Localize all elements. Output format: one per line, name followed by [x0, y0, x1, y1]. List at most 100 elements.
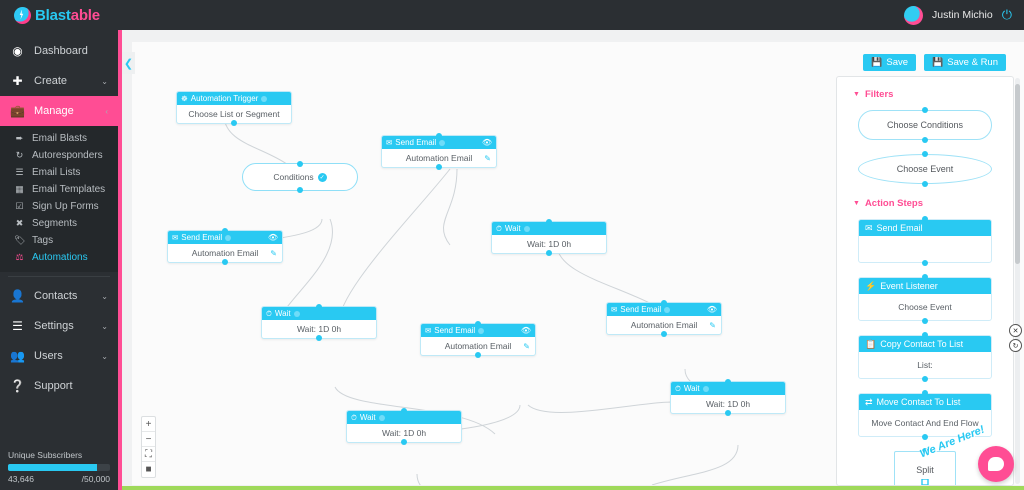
users-icon: 👥 — [10, 349, 25, 363]
node-header: ✉ Send Email 👁 — [382, 136, 496, 149]
node-port-top[interactable] — [546, 219, 552, 225]
node-body[interactable]: Automation Email✎ — [382, 149, 496, 167]
sidebar-item-support[interactable]: ❔ Support — [0, 371, 118, 401]
node-body[interactable]: Automation Email✎ — [421, 337, 535, 355]
palette-choose-conditions[interactable]: Choose Conditions — [858, 107, 992, 143]
flow-node-wait-1[interactable]: ⏱ Wait Wait: 1D 0h — [491, 219, 607, 256]
node-body[interactable]: Wait: 1D 0h — [262, 320, 376, 338]
node-port-bottom[interactable] — [436, 164, 442, 170]
steps-palette-panel[interactable]: ▼ Filters Choose Conditions Choose Event… — [836, 76, 1014, 486]
node-port-top[interactable] — [436, 133, 442, 139]
node-body[interactable]: Choose List or Segment — [177, 105, 291, 123]
refresh-circle-icon[interactable]: ↻ — [1009, 339, 1022, 352]
sidebar-item-segments[interactable]: ✖Segments — [0, 215, 118, 232]
node-port-top[interactable] — [725, 379, 731, 385]
flow-node-send-email-3[interactable]: ✉ Send Email 👁 Automation Email✎ — [420, 321, 536, 358]
node-body[interactable]: Wait: 1D 0h — [492, 235, 606, 253]
sidebar-item-tags[interactable]: 🏷Tags — [0, 232, 118, 249]
node-port-bottom[interactable] — [297, 187, 303, 193]
flow-node-send-email-4[interactable]: ✉ Send Email 👁 Automation Email✎ — [606, 300, 722, 337]
sidebar-divider — [8, 276, 110, 277]
edit-icon[interactable]: ✎ — [709, 320, 716, 330]
flow-node-conditions[interactable]: Conditions ✓ — [242, 161, 358, 193]
close-circle-icon[interactable]: ✕ — [1009, 324, 1022, 337]
node-title: Send Email — [181, 233, 223, 242]
save-and-run-button[interactable]: 💾 Save & Run — [924, 54, 1006, 71]
node-port-top[interactable] — [475, 321, 481, 327]
avatar[interactable] — [904, 5, 923, 25]
palette-move-contact-to-list[interactable]: ⇄ Move Contact To List Move Contact And … — [858, 390, 992, 440]
filters-section-title[interactable]: ▼ Filters — [853, 89, 999, 100]
panel-scrollbar[interactable] — [1015, 78, 1020, 484]
palette-send-email[interactable]: ✉ Send Email — [858, 216, 992, 266]
brand-name-part1: Blast — [35, 6, 71, 24]
sidebar-item-email-lists[interactable]: ☰Email Lists — [0, 164, 118, 181]
node-port-top[interactable] — [401, 408, 407, 414]
flow-node-wait-4[interactable]: ⏱ Wait Wait: 1D 0h — [346, 408, 462, 445]
flow-node-wait-2[interactable]: ⏱ Wait Wait: 1D 0h — [261, 304, 377, 341]
flow-node-automation-trigger[interactable]: ☸ Automation Trigger Choose List or Segm… — [176, 91, 292, 126]
node-body[interactable]: Wait: 1D 0h — [671, 395, 785, 413]
sidebar-item-create[interactable]: ✚ Create ⌄ — [0, 66, 118, 96]
node-port-bottom[interactable] — [222, 259, 228, 265]
node-body[interactable]: Automation Email✎ — [168, 244, 282, 262]
node-body[interactable]: Automation Email✎ — [607, 316, 721, 334]
edit-icon[interactable]: ✎ — [523, 341, 530, 351]
flow-node-wait-3[interactable]: ⏱ Wait Wait: 1D 0h — [670, 379, 786, 416]
node-body[interactable]: Wait: 1D 0h — [347, 424, 461, 442]
node-port-top[interactable] — [297, 161, 303, 167]
palette-card-title: Copy Contact To List — [880, 339, 964, 349]
palette-card-title: Event Listener — [880, 281, 938, 291]
action-steps-section-title[interactable]: ▼ Action Steps — [853, 198, 999, 209]
app-logo[interactable]: Blastable — [0, 0, 118, 30]
save-button[interactable]: 💾 Save — [863, 54, 917, 71]
sidebar-collapse-handle[interactable]: ❮ — [122, 52, 135, 74]
node-port-bottom[interactable] — [231, 120, 237, 126]
power-icon[interactable]: ⏻ — [1001, 7, 1012, 22]
sliders-icon: ☰ — [12, 319, 23, 333]
panel-scrollbar-thumb[interactable] — [1015, 84, 1020, 264]
move-icon: ⇄ — [865, 396, 873, 407]
palette-split[interactable]: Split — [894, 448, 956, 485]
edit-icon[interactable]: ✎ — [484, 153, 491, 163]
sidebar-subitem-label: Email Lists — [32, 167, 81, 178]
palette-card-title: Send Email — [876, 223, 923, 233]
eye-icon[interactable]: 👁 — [267, 233, 278, 242]
zoom-out-button[interactable]: − — [142, 432, 155, 447]
palette-copy-contact-to-list[interactable]: 📋 Copy Contact To List List: — [858, 332, 992, 382]
sidebar-item-sign-up-forms[interactable]: ☑Sign Up Forms — [0, 198, 118, 215]
sidebar-item-contacts[interactable]: 👤 Contacts ⌄ — [0, 281, 118, 311]
node-port-bottom[interactable] — [401, 439, 407, 445]
node-port-bottom[interactable] — [316, 335, 322, 341]
flow-node-send-email-1[interactable]: ✉ Send Email 👁 Automation Email✎ — [381, 133, 497, 170]
node-port-bottom[interactable] — [725, 410, 731, 416]
sidebar-item-email-templates[interactable]: ▦Email Templates — [0, 181, 118, 198]
edit-icon[interactable]: ✎ — [270, 248, 277, 258]
sidebar-item-autoresponders[interactable]: ↻Autoresponders — [0, 147, 118, 164]
plus-icon: ✚ — [12, 74, 23, 88]
eye-icon[interactable]: 👁 — [520, 326, 531, 335]
fit-screen-button[interactable]: ⛶ — [142, 447, 155, 462]
node-port-bottom — [922, 181, 928, 187]
sidebar-item-automations[interactable]: ⚖Automations — [0, 249, 118, 266]
lock-canvas-button[interactable]: ■ — [145, 464, 152, 475]
palette-event-listener[interactable]: ⚡ Event Listener Choose Event — [858, 274, 992, 324]
eye-icon[interactable]: 👁 — [481, 138, 492, 147]
sidebar-item-dashboard[interactable]: ◉ Dashboard — [0, 36, 118, 66]
sidebar-item-users[interactable]: 👥 Users ⌄ — [0, 341, 118, 371]
node-title: Wait — [504, 224, 521, 233]
node-port-top[interactable] — [316, 304, 322, 310]
chat-bubble-icon[interactable] — [978, 446, 1014, 482]
node-port-bottom[interactable] — [475, 352, 481, 358]
zoom-in-button[interactable]: + — [142, 417, 155, 432]
sidebar-item-manage[interactable]: 💼 Manage ‹ — [0, 96, 118, 126]
node-port-top[interactable] — [222, 228, 228, 234]
flow-node-send-email-2[interactable]: ✉ Send Email 👁 Automation Email✎ — [167, 228, 283, 265]
sidebar-item-email-blasts[interactable]: ➨Email Blasts — [0, 130, 118, 147]
eye-icon[interactable]: 👁 — [706, 305, 717, 314]
palette-choose-event[interactable]: Choose Event — [858, 151, 992, 187]
node-port-bottom[interactable] — [546, 250, 552, 256]
sidebar-item-settings[interactable]: ☰ Settings ⌄ — [0, 311, 118, 341]
node-port-bottom[interactable] — [661, 331, 667, 337]
node-port-top[interactable] — [661, 300, 667, 306]
